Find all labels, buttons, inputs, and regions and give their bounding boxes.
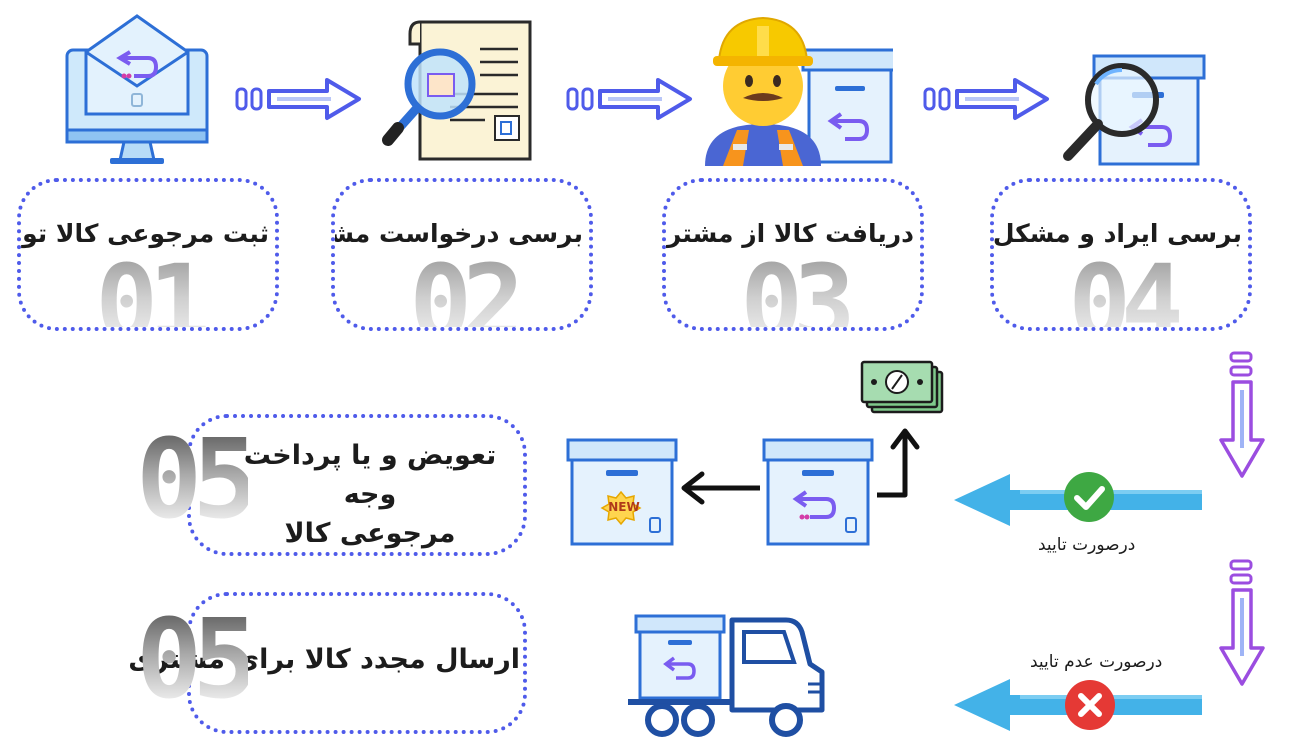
condition-approved-label: درصورت تایید — [1038, 535, 1136, 555]
up-arrow-icon — [875, 425, 925, 500]
step-box-3: 03 دریافت کالا از مشتری — [662, 178, 924, 331]
step-box-2: 02 برسی درخواست مشتری — [331, 178, 593, 331]
document-magnifier-icon — [380, 14, 545, 164]
return-box-icon — [762, 436, 874, 548]
exchange-label-line1: تعویض و یا پرداخت وجه — [243, 440, 497, 511]
step-number: 01 — [21, 251, 275, 327]
down-arrow-icon — [1215, 350, 1269, 482]
resend-label: ارسال مجدد کالا برای مشتری — [128, 644, 520, 675]
new-badge-label: NEW — [608, 500, 640, 514]
step-number: 02 — [335, 251, 589, 327]
step-number: 05 — [136, 415, 258, 543]
new-box-icon — [566, 436, 678, 548]
exchange-label-line2: مرجوعی کالا — [284, 518, 456, 550]
worker-box-icon — [703, 6, 893, 166]
step-box-4: 04 برسی ایراد و مشکل کالا — [990, 178, 1252, 331]
step-label: ثبت مرجوعی کالا توسط مشتری — [21, 219, 269, 248]
step-number: 05 — [136, 595, 258, 723]
step-label: برسی ایراد و مشکل کالا — [992, 219, 1242, 248]
flow-arrow-icon — [566, 76, 696, 122]
step-label: برسی درخواست مشتری — [331, 219, 583, 248]
box-magnifier-icon — [1050, 48, 1210, 168]
delivery-truck-icon — [626, 612, 826, 742]
down-arrow-icon — [1215, 558, 1269, 690]
flow-arrow-icon — [235, 76, 365, 122]
flow-arrow-icon — [923, 76, 1053, 122]
step-box-exchange — [187, 414, 527, 556]
step-box-1: 01 ثبت مرجوعی کالا توسط مشتری — [17, 178, 279, 331]
monitor-envelope-icon — [62, 12, 212, 167]
step-box-resend — [187, 592, 527, 734]
condition-rejected-label: درصورت عدم تایید — [1030, 652, 1163, 672]
step-number: 04 — [994, 251, 1248, 327]
check-icon — [1062, 470, 1116, 524]
step-label: دریافت کالا از مشتری — [662, 219, 914, 248]
money-icon — [860, 358, 946, 416]
close-icon — [1063, 678, 1117, 732]
exchange-label: تعویض و یا پرداخت وجه مرجوعی کالا — [220, 436, 520, 553]
left-arrow-icon — [680, 470, 762, 506]
step-number: 03 — [666, 251, 920, 327]
